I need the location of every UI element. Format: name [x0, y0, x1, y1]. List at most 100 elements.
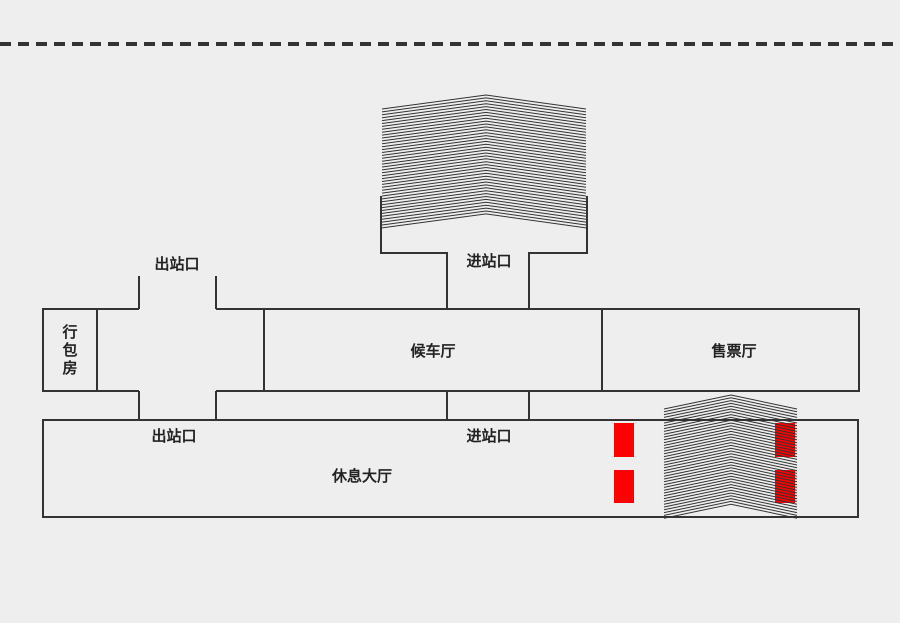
hatch-line	[663, 419, 798, 435]
hatch-line	[381, 135, 587, 151]
hatch-line	[381, 97, 587, 113]
hatch-line	[663, 458, 798, 474]
hatch-line	[663, 394, 798, 410]
hatch-line	[381, 137, 587, 153]
hatch-line	[381, 210, 587, 226]
rest-hall-canopy-hatch	[663, 394, 798, 519]
ticket-hall-label: 售票厅	[711, 342, 756, 360]
hatch-line	[381, 103, 587, 119]
hatch-line	[381, 213, 587, 229]
hatch-line	[663, 425, 798, 441]
hatch-line	[663, 447, 798, 463]
hatch-line	[381, 166, 587, 182]
hatch-line	[663, 402, 798, 418]
hatch-line	[663, 467, 798, 483]
hatch-line	[663, 411, 798, 427]
hatch-line	[663, 498, 798, 514]
luggage-room-label-3: 房	[62, 359, 77, 377]
hatch-line	[381, 149, 587, 165]
hatch-line	[381, 184, 587, 200]
hatch-line	[381, 198, 587, 214]
hatch-line	[381, 181, 587, 197]
hatch-line	[663, 453, 798, 469]
hatch-line	[381, 152, 587, 168]
hatch-line	[663, 484, 798, 500]
hatch-line	[381, 114, 587, 130]
hatch-line	[663, 428, 798, 444]
hatch-line	[381, 178, 587, 194]
hatch-line	[663, 422, 798, 438]
entrance-passage	[446, 391, 530, 420]
entrance-top-label: 进站口	[466, 252, 511, 270]
hatch-line	[381, 129, 587, 145]
hatch-line	[381, 106, 587, 122]
hatch-line	[663, 478, 798, 494]
hatch-line	[663, 442, 798, 458]
hatch-line	[381, 158, 587, 174]
hatch-line	[663, 472, 798, 488]
hatch-line	[381, 120, 587, 136]
hatch-line	[381, 187, 587, 203]
hatch-line	[663, 461, 798, 477]
entrance-canopy-frame	[380, 196, 588, 309]
hatch-line	[663, 405, 798, 421]
hatch-line	[381, 175, 587, 191]
hatch-line	[663, 464, 798, 480]
luggage-room-label-2: 包	[62, 341, 77, 359]
hatch-line	[381, 195, 587, 211]
hatch-line	[381, 143, 587, 159]
hatch-line	[663, 416, 798, 432]
luggage-room-label-1: 行	[61, 323, 77, 341]
hatch-line	[663, 439, 798, 455]
hatch-line	[381, 100, 587, 116]
red-marker	[614, 470, 634, 503]
hatch-line	[381, 132, 587, 148]
rest-hall-label: 休息大厅	[331, 467, 392, 485]
hatch-line	[381, 108, 587, 124]
hatch-line	[663, 470, 798, 486]
hatch-line	[663, 456, 798, 472]
hatch-line	[381, 123, 587, 139]
luggage-room	[42, 308, 98, 392]
hatch-line	[663, 486, 798, 502]
hatch-line	[381, 94, 587, 110]
hatch-line	[663, 503, 798, 519]
hatch-line	[663, 436, 798, 452]
hatch-line	[381, 201, 587, 217]
hatch-line	[381, 126, 587, 142]
hatch-line	[381, 190, 587, 206]
waiting-hall-label: 候车厅	[410, 342, 455, 360]
hatch-line	[663, 481, 798, 497]
hatch-line	[663, 492, 798, 508]
exit-bottom-label: 出站口	[151, 427, 196, 445]
hatch-line	[663, 430, 798, 446]
hatch-line	[663, 444, 798, 460]
hatch-line	[381, 140, 587, 156]
hatch-line	[381, 172, 587, 188]
hatch-line	[381, 161, 587, 177]
red-marker	[614, 423, 634, 457]
hatch-line	[663, 433, 798, 449]
hatch-line	[381, 207, 587, 223]
hatch-line	[381, 193, 587, 209]
entrance-bottom-label: 进站口	[466, 427, 511, 445]
hatch-line	[663, 408, 798, 424]
hatch-line	[663, 450, 798, 466]
hatch-line	[381, 204, 587, 220]
hatch-line	[663, 500, 798, 516]
hatch-line	[663, 400, 798, 416]
ticket-hall	[601, 308, 860, 392]
exit-top-label: 出站口	[154, 255, 199, 273]
hatch-line	[663, 489, 798, 505]
waiting-hall	[263, 308, 603, 392]
hatch-line	[381, 155, 587, 171]
hatch-line	[381, 146, 587, 162]
hatch-line	[381, 117, 587, 133]
hatch-line	[663, 475, 798, 491]
hatch-line	[663, 495, 798, 511]
hatch-line	[381, 164, 587, 180]
hatch-line	[663, 414, 798, 430]
hatch-line	[381, 169, 587, 185]
entrance-canopy-hatch	[381, 94, 587, 229]
